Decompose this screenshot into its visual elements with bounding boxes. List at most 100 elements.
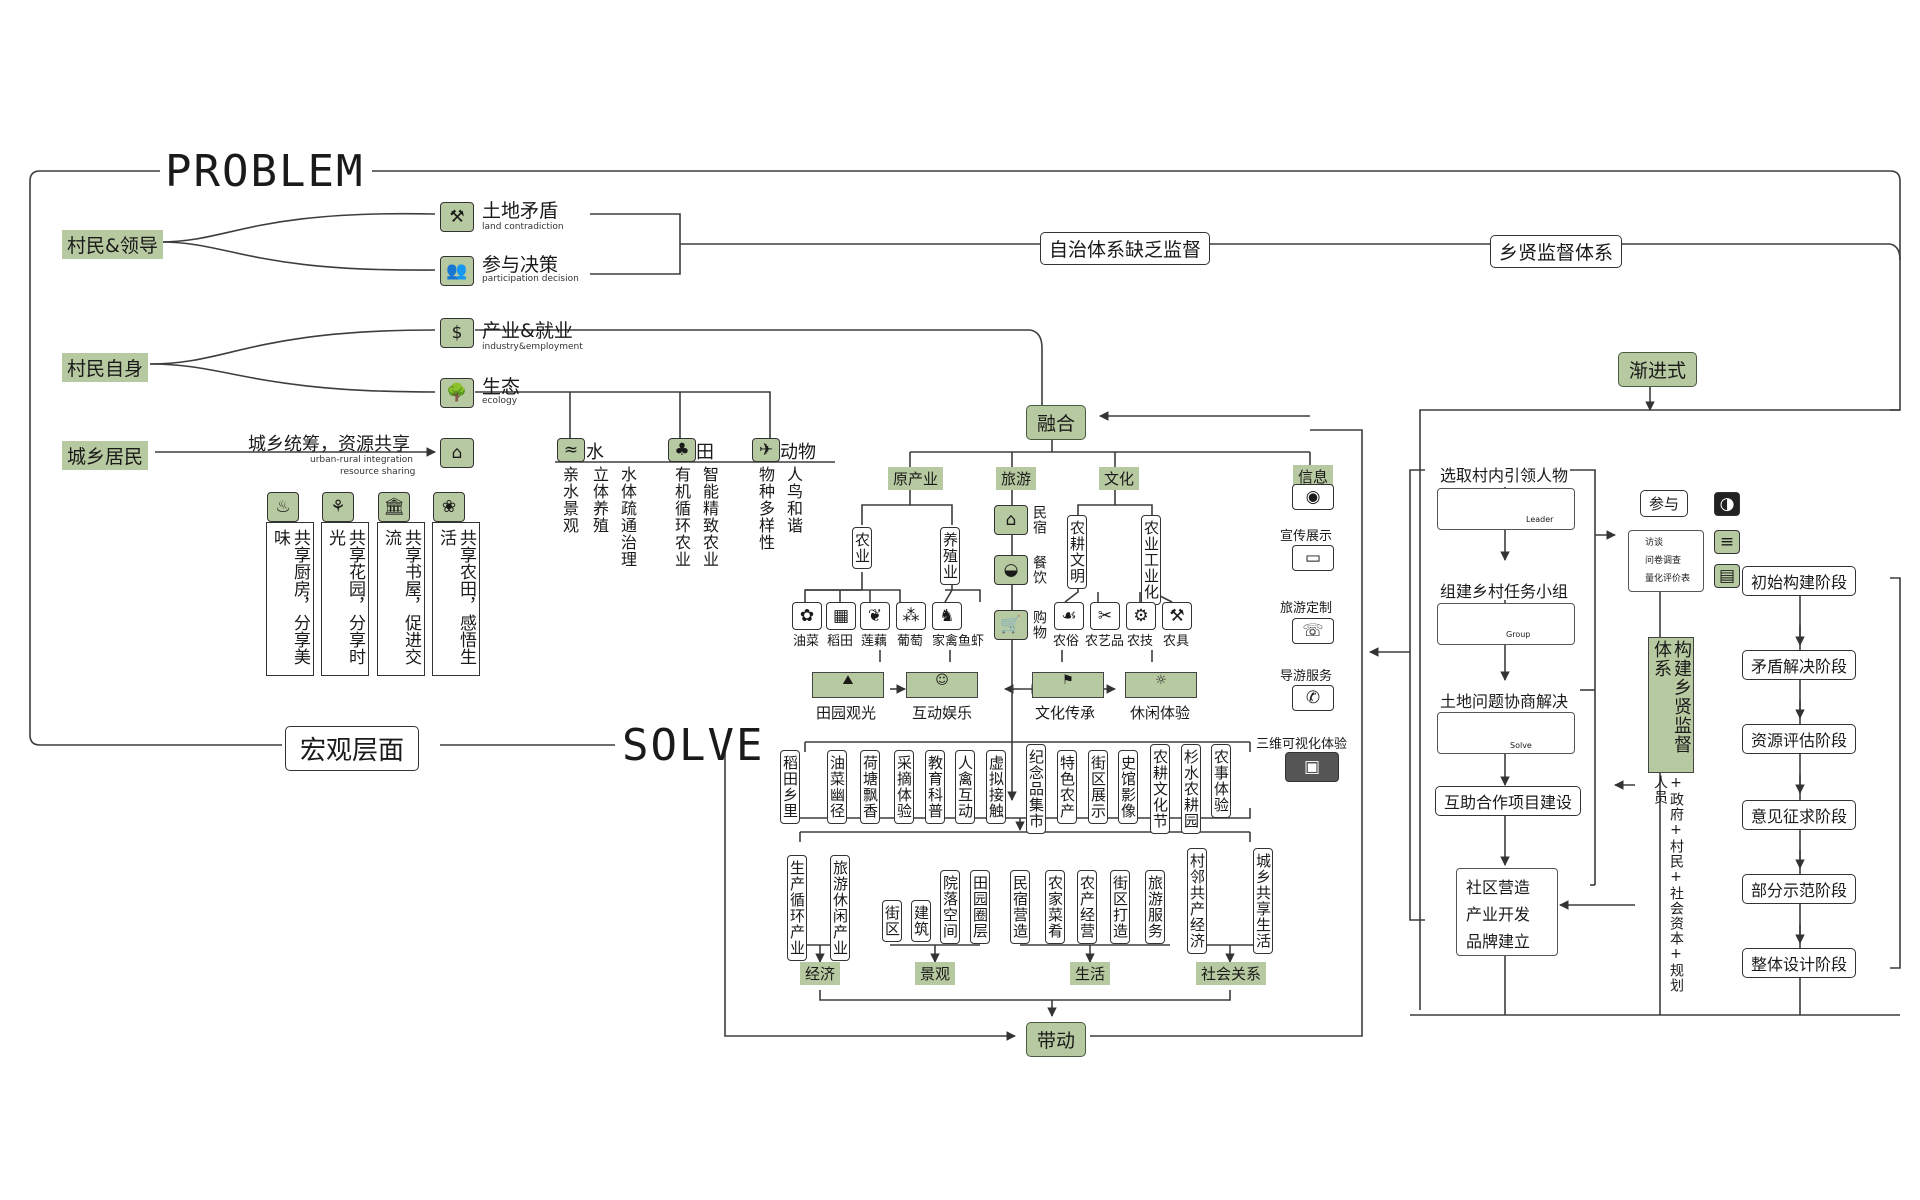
landscape-item-3: 院落空间 bbox=[940, 870, 960, 944]
economy-item-1: 生产循环产业 bbox=[787, 855, 807, 961]
outcome-landscape: 景观 bbox=[915, 962, 956, 985]
method-1: 访谈 bbox=[1645, 538, 1664, 548]
breeding-box: 养殖业 bbox=[940, 527, 960, 585]
detail-8: 纪念品集市 bbox=[1026, 744, 1046, 834]
social-item-1: 村邻共产经济 bbox=[1187, 848, 1207, 954]
detail-2: 油菜幽径 bbox=[827, 750, 847, 824]
interview-icon: ◑ bbox=[1714, 492, 1740, 516]
stage-4: 意见征求阶段 bbox=[1742, 800, 1857, 830]
original-item-4: 葡萄 bbox=[897, 634, 924, 649]
activity-sightseeing-illustration: ⛰ bbox=[812, 672, 884, 698]
culture-item-3: 农技 bbox=[1127, 634, 1154, 649]
wave-icon: ≈ bbox=[557, 438, 585, 462]
final-2: 产业开发 bbox=[1466, 905, 1531, 924]
life-item-2: 农家菜肴 bbox=[1045, 870, 1065, 944]
library-icon: 🏛 bbox=[378, 492, 410, 522]
sharing-library-card: 共享书屋，促进交流 bbox=[377, 522, 425, 676]
bed-icon: ⌂ bbox=[994, 505, 1028, 535]
sharing-kitchen-card: 共享厨房，分享美味 bbox=[266, 522, 314, 676]
merge-box: 融合 bbox=[1026, 405, 1087, 440]
solve-title: SOLVE bbox=[622, 720, 765, 771]
broadcast-icon: ◉ bbox=[1292, 484, 1334, 510]
original-item-1: 油菜 bbox=[793, 634, 820, 649]
stage-3: 资源评估阶段 bbox=[1742, 724, 1857, 754]
problem-industry: 产业&就业 bbox=[482, 320, 573, 342]
mallet-icon: ⚒ bbox=[440, 202, 474, 232]
category-info: 信息 bbox=[1293, 465, 1334, 488]
people-icon: 👥 bbox=[440, 256, 474, 286]
detail-14: 农事体验 bbox=[1211, 744, 1231, 818]
detail-1: 稻田乡里 bbox=[780, 750, 800, 824]
supervision-lack-box: 自治体系缺乏监督 bbox=[1040, 232, 1211, 265]
build-system-box: 构建乡贤监督体系 bbox=[1648, 637, 1694, 773]
life-item-5: 旅游服务 bbox=[1145, 870, 1165, 944]
supervision-system-box: 乡贤监督体系 bbox=[1490, 235, 1623, 268]
bowl-icon: ◒ bbox=[994, 555, 1028, 585]
macro-level-box: 宏观层面 bbox=[285, 726, 420, 771]
animal-item-1: 物种多样性 bbox=[756, 466, 775, 551]
solve-sketch bbox=[1437, 712, 1575, 754]
detail-6: 人禽互动 bbox=[955, 750, 975, 824]
tech-icon: ⚙ bbox=[1126, 602, 1156, 630]
final-3: 品牌建立 bbox=[1466, 932, 1531, 951]
original-item-5: 家禽鱼虾 bbox=[932, 634, 985, 649]
custom-icon: ☙ bbox=[1054, 602, 1084, 630]
water-item-1: 亲水景观 bbox=[560, 466, 579, 534]
house-icon: ⌂ bbox=[440, 438, 474, 468]
survey-icon: ≡ bbox=[1714, 530, 1740, 554]
sketch-solve-label: Solve bbox=[1510, 741, 1532, 750]
step-4-box: 互助合作项目建设 bbox=[1435, 786, 1582, 816]
economy-item-2: 旅游休闲产业 bbox=[830, 855, 850, 961]
activity-heritage-illustration: ⚑ bbox=[1032, 672, 1104, 698]
grape-icon: ⁂ bbox=[896, 602, 926, 630]
landscape-item-4: 田园圈层 bbox=[970, 870, 990, 944]
step-3: 土地问题协商解决 bbox=[1440, 692, 1569, 711]
step-2: 组建乡村任务小组 bbox=[1440, 582, 1569, 601]
detail-3: 荷塘飘香 bbox=[860, 750, 880, 824]
lotus-icon: ❦ bbox=[860, 602, 890, 630]
final-1: 社区营造 bbox=[1466, 878, 1531, 897]
gardener-icon: ⚘ bbox=[322, 492, 354, 522]
stakeholder-villagers-self: 村民自身 bbox=[62, 353, 149, 382]
activity-4: 休闲体验 bbox=[1130, 704, 1191, 722]
problem-land-sub: land contradiction bbox=[482, 222, 564, 232]
sketch-leader-label: Leader bbox=[1526, 515, 1554, 524]
water-item-2: 立体养殖 bbox=[590, 466, 609, 534]
chat-icon: ☏ bbox=[1292, 618, 1334, 644]
activity-leisure-illustration: ☼ bbox=[1125, 672, 1197, 698]
final-box bbox=[1456, 868, 1558, 956]
category-culture: 文化 bbox=[1099, 467, 1140, 490]
problem-participation: 参与决策 bbox=[482, 254, 559, 276]
screen-icon: ▭ bbox=[1292, 545, 1334, 571]
urban-rural-sub1: urban-rural integration bbox=[310, 455, 414, 465]
detail-9: 特色农产 bbox=[1057, 750, 1077, 824]
ecology-field-head: 田 bbox=[696, 442, 714, 463]
sharing-farmland-card: 共享农田，感悟生活 bbox=[432, 522, 480, 676]
tourism-item-3: 购物 bbox=[1031, 610, 1047, 640]
activity-fun-illustration: ☺ bbox=[906, 672, 978, 698]
phone-icon: ✆ bbox=[1292, 685, 1334, 711]
method-3: 量化评价表 bbox=[1645, 574, 1691, 584]
progressive-box: 渐进式 bbox=[1618, 352, 1698, 387]
problem-ecology-sub: ecology bbox=[482, 396, 518, 406]
problem-participation-sub: participation decision bbox=[482, 274, 579, 284]
sharing-garden-card: 共享花园，分享时光 bbox=[321, 522, 369, 676]
original-item-2: 稻田 bbox=[827, 634, 854, 649]
detail-7: 虚拟接触 bbox=[986, 750, 1006, 824]
problem-industry-sub: industry&employment bbox=[482, 342, 583, 352]
actors-label: +政府+村民+社会资本+规划人员 bbox=[1652, 775, 1684, 993]
social-item-2: 城乡共享生活 bbox=[1253, 848, 1273, 954]
ecology-water-head: 水 bbox=[586, 442, 604, 463]
stakeholder-villagers-leaders: 村民&领导 bbox=[62, 230, 163, 259]
rapeseed-icon: ✿ bbox=[792, 602, 822, 630]
tourism-item-1: 民宿 bbox=[1031, 505, 1047, 535]
field-item-1: 有机循环农业 bbox=[672, 466, 691, 568]
detail-11: 史馆影像 bbox=[1118, 750, 1138, 824]
step-1: 选取村内引领人物 bbox=[1440, 466, 1569, 485]
ecology-animal-head: 动物 bbox=[780, 442, 816, 463]
field-item-2: 智能精致农业 bbox=[700, 466, 719, 568]
tools-icon: ⚒ bbox=[1162, 602, 1192, 630]
leader-sketch bbox=[1437, 488, 1575, 530]
evaluation-icon: ▤ bbox=[1714, 564, 1740, 588]
info-item-3: 导游服务 bbox=[1280, 669, 1333, 684]
